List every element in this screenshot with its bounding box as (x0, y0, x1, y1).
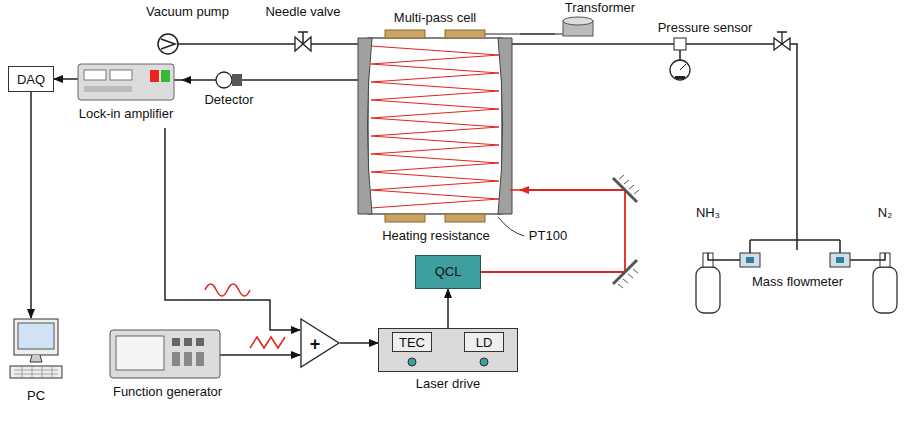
node-label: DAQ (9, 72, 53, 87)
node-label: Multi-pass cell (350, 10, 520, 25)
lock-in-amplifier: Lock-in amplifier (70, 62, 182, 128)
vacuum-pump: Vacuum pump (140, 4, 235, 60)
multipass-cell: Multi-pass cell (350, 10, 520, 242)
detector: Detector (200, 70, 258, 112)
needle-valve: Needle valve (258, 4, 348, 60)
part-label: PT100 (525, 228, 571, 243)
connector (348, 43, 350, 45)
gas-cylinder-icon (868, 205, 902, 315)
node-label: Function generator (100, 384, 235, 399)
node-label: PC (8, 388, 64, 403)
multipass-cell-icon (350, 10, 520, 242)
daq-box: DAQ (8, 66, 54, 92)
part-label: Heating resistance (370, 228, 502, 243)
pressure-sensor: Pressure sensor (650, 20, 760, 100)
node-label: Pressure sensor (650, 20, 760, 35)
node-label: Transformer (555, 0, 645, 15)
node-label: Vacuum pump (140, 4, 235, 19)
connector (520, 33, 555, 35)
connector (54, 78, 70, 80)
mirror (613, 175, 639, 288)
function-generator: Function generator (100, 328, 235, 403)
gas-cylinder: N₂ (868, 205, 902, 315)
node-label: Needle valve (258, 4, 348, 19)
connector (447, 289, 449, 328)
triangle-wave (250, 337, 285, 348)
node-label: Laser drive (378, 376, 518, 391)
node-label: TEC (393, 335, 431, 350)
connector (235, 354, 300, 356)
node-label: QCL (416, 264, 480, 279)
connector (860, 259, 868, 261)
sine-wave (205, 284, 250, 296)
connector (30, 92, 32, 318)
gas-cylinder-icon (690, 205, 726, 315)
node-label: Lock-in amplifier (70, 106, 182, 121)
connector (520, 43, 650, 45)
gas-cylinder: NH₃ (690, 205, 726, 315)
node-label: LD (465, 335, 503, 350)
gas-branch (750, 240, 840, 250)
node-label: Detector (200, 92, 258, 107)
node-label: + (302, 334, 328, 355)
mass-flowmeter: Mass flowmeter (735, 250, 860, 300)
connector (760, 44, 797, 250)
connector (340, 342, 378, 344)
connector (235, 43, 258, 45)
transformer: Transformer (555, 0, 645, 40)
laser-source: QCL (415, 255, 481, 289)
node-label: N₂ (868, 205, 902, 220)
connector (726, 259, 735, 261)
connector (258, 79, 350, 81)
valve-stem (777, 32, 787, 44)
tec-control: TEC (392, 332, 432, 352)
signal-adder: + (300, 318, 340, 368)
node-label: NH₃ (690, 205, 726, 220)
computer: PC (8, 318, 64, 410)
laser-driver: Laser drive TEC LD (378, 328, 518, 400)
node-label: Mass flowmeter (735, 274, 860, 289)
connector (182, 79, 200, 81)
connector (165, 128, 300, 330)
ld-control: LD (464, 332, 504, 352)
